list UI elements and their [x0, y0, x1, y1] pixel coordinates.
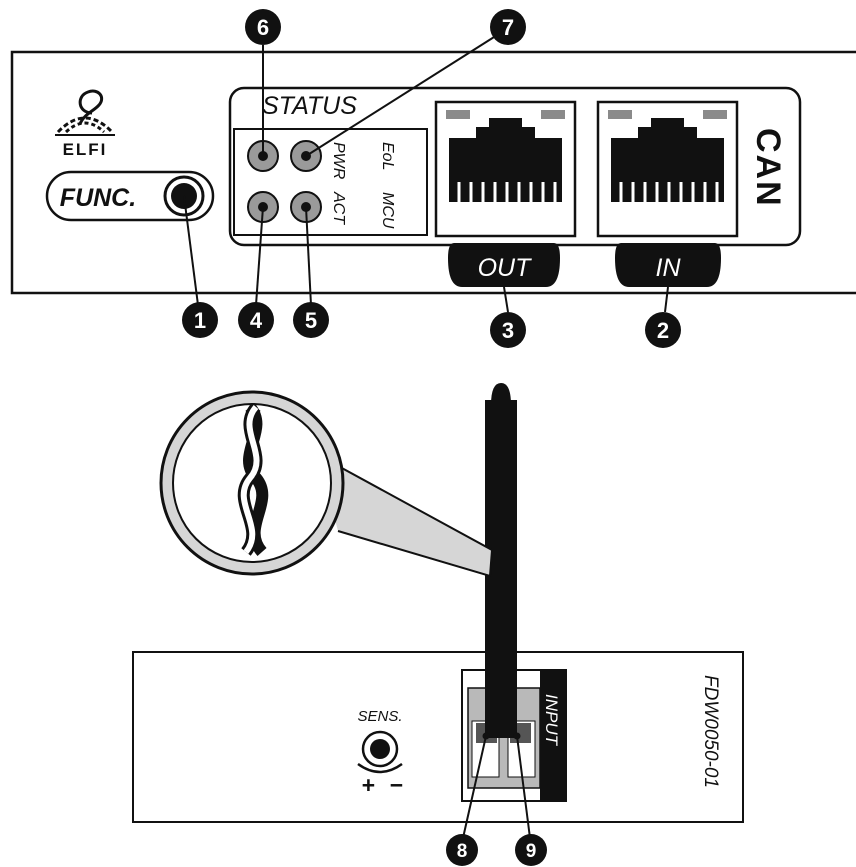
port-out-tab: OUT — [448, 243, 560, 287]
func-button-label: FUNC. — [60, 184, 136, 212]
svg-text:7: 7 — [502, 15, 514, 40]
sens-label: SENS. — [357, 708, 402, 725]
svg-text:9: 9 — [526, 841, 537, 862]
can-logo-text: CAN — [749, 128, 787, 208]
callout-6: 6 — [245, 9, 281, 45]
svg-text:4: 4 — [250, 308, 263, 333]
rj45-port-out[interactable] — [434, 100, 577, 238]
magnifier-callout — [159, 390, 494, 578]
svg-text:2: 2 — [657, 318, 669, 343]
model-code: FDW0050-01 — [700, 675, 721, 788]
leader-lines-top — [183, 31, 669, 313]
input-label: INPUT — [542, 694, 561, 747]
led-label-pwr: PWR — [330, 142, 347, 180]
sensor-module: SENS. + − INPUT FDW0050-01 — [132, 651, 744, 823]
callout-1: 1 — [182, 302, 218, 338]
svg-text:6: 6 — [257, 15, 269, 40]
led-label-act: ACT — [330, 191, 347, 225]
rj45-port-in[interactable] — [596, 100, 739, 238]
control-panel: ELFI FUNC. STATUS PWR — [10, 50, 856, 295]
callout-5: 5 — [293, 302, 329, 338]
led-label-eol: EoL — [379, 142, 396, 170]
led-label-mcu: MCU — [379, 192, 396, 229]
svg-text:5: 5 — [305, 308, 317, 333]
twisted-wire-closeup — [237, 403, 269, 556]
polarity-plus: + — [361, 772, 374, 798]
callout-9: 9 — [515, 834, 547, 866]
port-in-label: IN — [656, 254, 682, 282]
status-title: STATUS — [262, 92, 357, 120]
sens-trimmer[interactable] — [357, 730, 403, 774]
callout-2: 2 — [645, 312, 681, 348]
callout-3: 3 — [490, 312, 526, 348]
callout-8: 8 — [446, 834, 478, 866]
svg-text:1: 1 — [194, 308, 206, 333]
brand-text: ELFI — [63, 140, 108, 159]
leader-lines-bottom — [462, 735, 531, 839]
func-button[interactable]: FUNC. — [45, 170, 215, 222]
callout-7: 7 — [490, 9, 526, 45]
port-in-tab: IN — [615, 243, 721, 287]
port-out-label: OUT — [478, 254, 533, 282]
elfi-logo-icon: ELFI — [55, 89, 115, 159]
svg-text:3: 3 — [502, 318, 514, 343]
svg-text:8: 8 — [457, 841, 468, 862]
callout-4: 4 — [238, 302, 274, 338]
polarity-minus: − — [389, 772, 402, 798]
